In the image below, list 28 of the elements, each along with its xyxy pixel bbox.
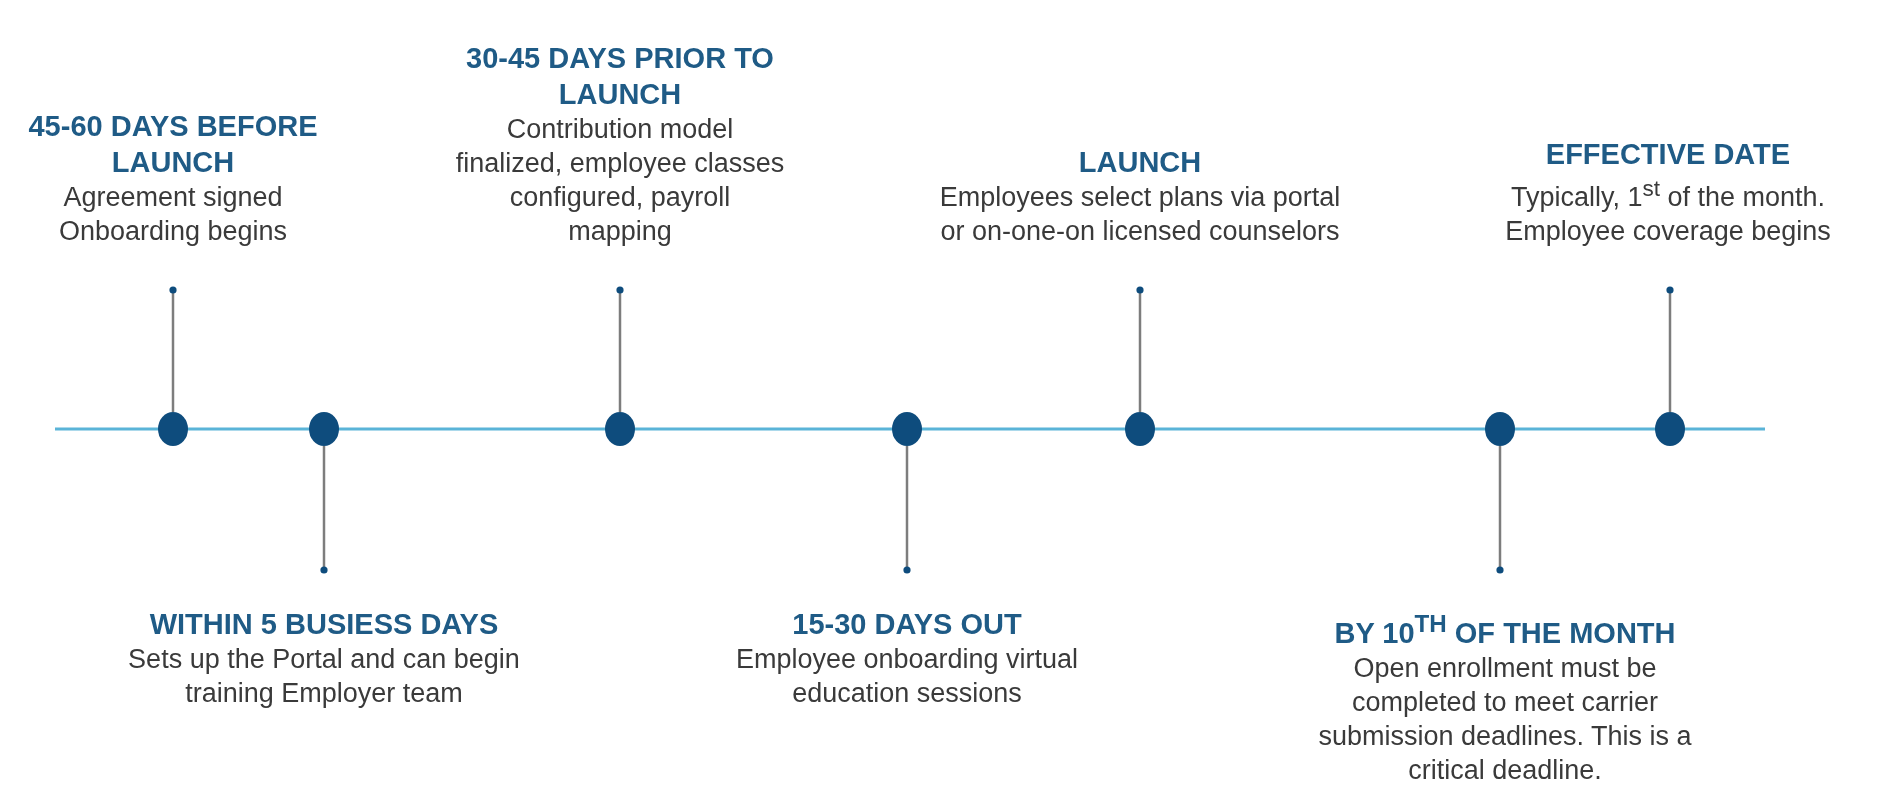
connector-line bbox=[903, 446, 911, 574]
connector-line bbox=[1136, 286, 1144, 412]
milestone-description: Employees select plans via portal or on-one-on licensed counselors bbox=[938, 181, 1342, 248]
milestone-dot bbox=[1655, 412, 1685, 446]
connector-line bbox=[1496, 446, 1504, 574]
milestone-description: Employee onboarding virtual education sessions bbox=[734, 643, 1080, 710]
connector-line bbox=[1666, 286, 1674, 412]
milestone-heading: LAUNCH bbox=[1077, 145, 1203, 180]
milestone-heading: EFFECTIVE DATE bbox=[1544, 137, 1792, 172]
milestone-heading: BY 10$^{TH}$ OF THE MONTH bbox=[1333, 609, 1677, 651]
connector-line bbox=[320, 446, 328, 574]
milestone-description: Typically, 1$^{st}$ of the month. Employee coverage begins bbox=[1504, 175, 1832, 248]
milestone-description: Open enrollment must be completed to meet carrier submission deadlines. This is a critical deadline. bbox=[1317, 651, 1693, 787]
milestone-dot bbox=[1485, 412, 1515, 446]
milestone-dot bbox=[892, 412, 922, 446]
milestone-dot bbox=[158, 412, 188, 446]
connector-line bbox=[616, 286, 624, 412]
milestone-dot bbox=[605, 412, 635, 446]
milestone-heading: 45-60 DAYS BEFORE LAUNCH bbox=[27, 109, 319, 180]
milestone-description: Agreement signed Onboarding begins bbox=[57, 181, 289, 248]
milestone-dot bbox=[309, 412, 339, 446]
milestone-heading: 30-45 DAYS PRIOR TO LAUNCH bbox=[465, 41, 775, 112]
milestone-description: Sets up the Portal and can begin training Employer team bbox=[127, 643, 521, 710]
milestone-heading: 15-30 DAYS OUT bbox=[791, 607, 1023, 642]
connector-line bbox=[169, 286, 177, 412]
milestone-heading: WITHIN 5 BUSIESS DAYS bbox=[148, 607, 500, 642]
milestone-description: Contribution model finalized, employee classes configured, payroll mapping bbox=[455, 113, 785, 248]
milestone-dot bbox=[1125, 412, 1155, 446]
